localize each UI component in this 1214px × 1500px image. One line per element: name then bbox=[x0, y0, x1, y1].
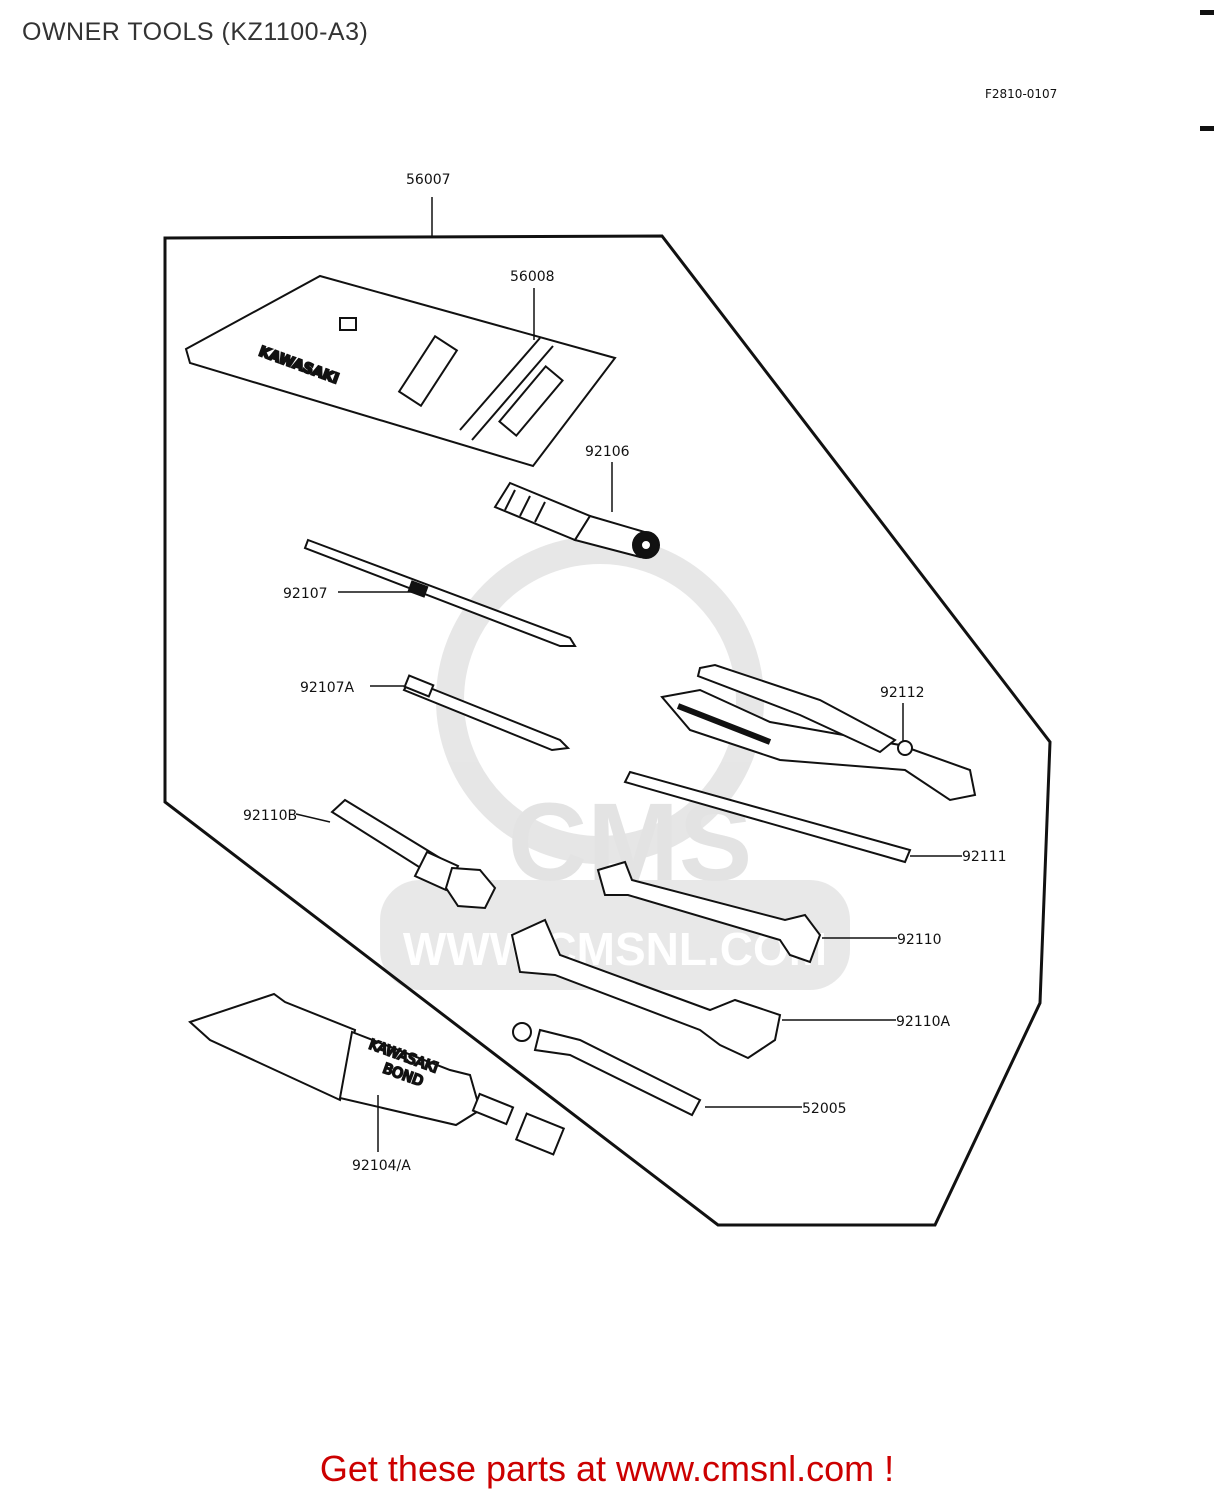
edge-mark-bottom bbox=[1200, 126, 1214, 131]
footer-link[interactable]: Get these parts at www.cmsnl.com ! bbox=[319, 1448, 895, 1489]
tool-screwdriver-92107 bbox=[303, 538, 577, 647]
page-title: OWNER TOOLS (KZ1100-A3) bbox=[22, 18, 369, 46]
tool-box-wrench-92110B bbox=[330, 798, 497, 910]
tool-wrench-92110A bbox=[510, 918, 782, 1060]
tool-bar-92111 bbox=[623, 770, 912, 864]
label-92106: 92106 bbox=[585, 444, 630, 460]
tool-pliers-92112 bbox=[660, 663, 977, 802]
figure-reference: F2810-0107 bbox=[985, 87, 1058, 101]
tool-bond-tube-92104A: KAWASAKI BOND bbox=[188, 992, 566, 1156]
tool-handle-92106 bbox=[493, 481, 660, 559]
label-92107: 92107 bbox=[283, 586, 328, 602]
tool-wrench-92110 bbox=[596, 860, 822, 964]
label-52005: 52005 bbox=[802, 1101, 847, 1117]
label-56007: 56007 bbox=[406, 172, 451, 188]
label-92110B: 92110B bbox=[243, 808, 297, 824]
tool-kit-outline bbox=[163, 234, 1052, 1227]
label-92110A: 92110A bbox=[896, 1014, 951, 1030]
label-92107A: 92107A bbox=[300, 680, 355, 696]
label-92110: 92110 bbox=[897, 932, 942, 948]
label-92111: 92111 bbox=[962, 849, 1007, 865]
tool-gauge-52005 bbox=[512, 1022, 702, 1117]
edge-mark-top bbox=[1200, 10, 1214, 15]
label-92112: 92112 bbox=[880, 685, 925, 701]
tool-screwdriver-92107A bbox=[402, 674, 571, 752]
leader-92110B bbox=[295, 813, 331, 823]
label-92104A: 92104/A bbox=[352, 1158, 411, 1174]
label-56008: 56008 bbox=[510, 269, 555, 285]
tool-pouch: KAWASAKI bbox=[184, 274, 617, 468]
